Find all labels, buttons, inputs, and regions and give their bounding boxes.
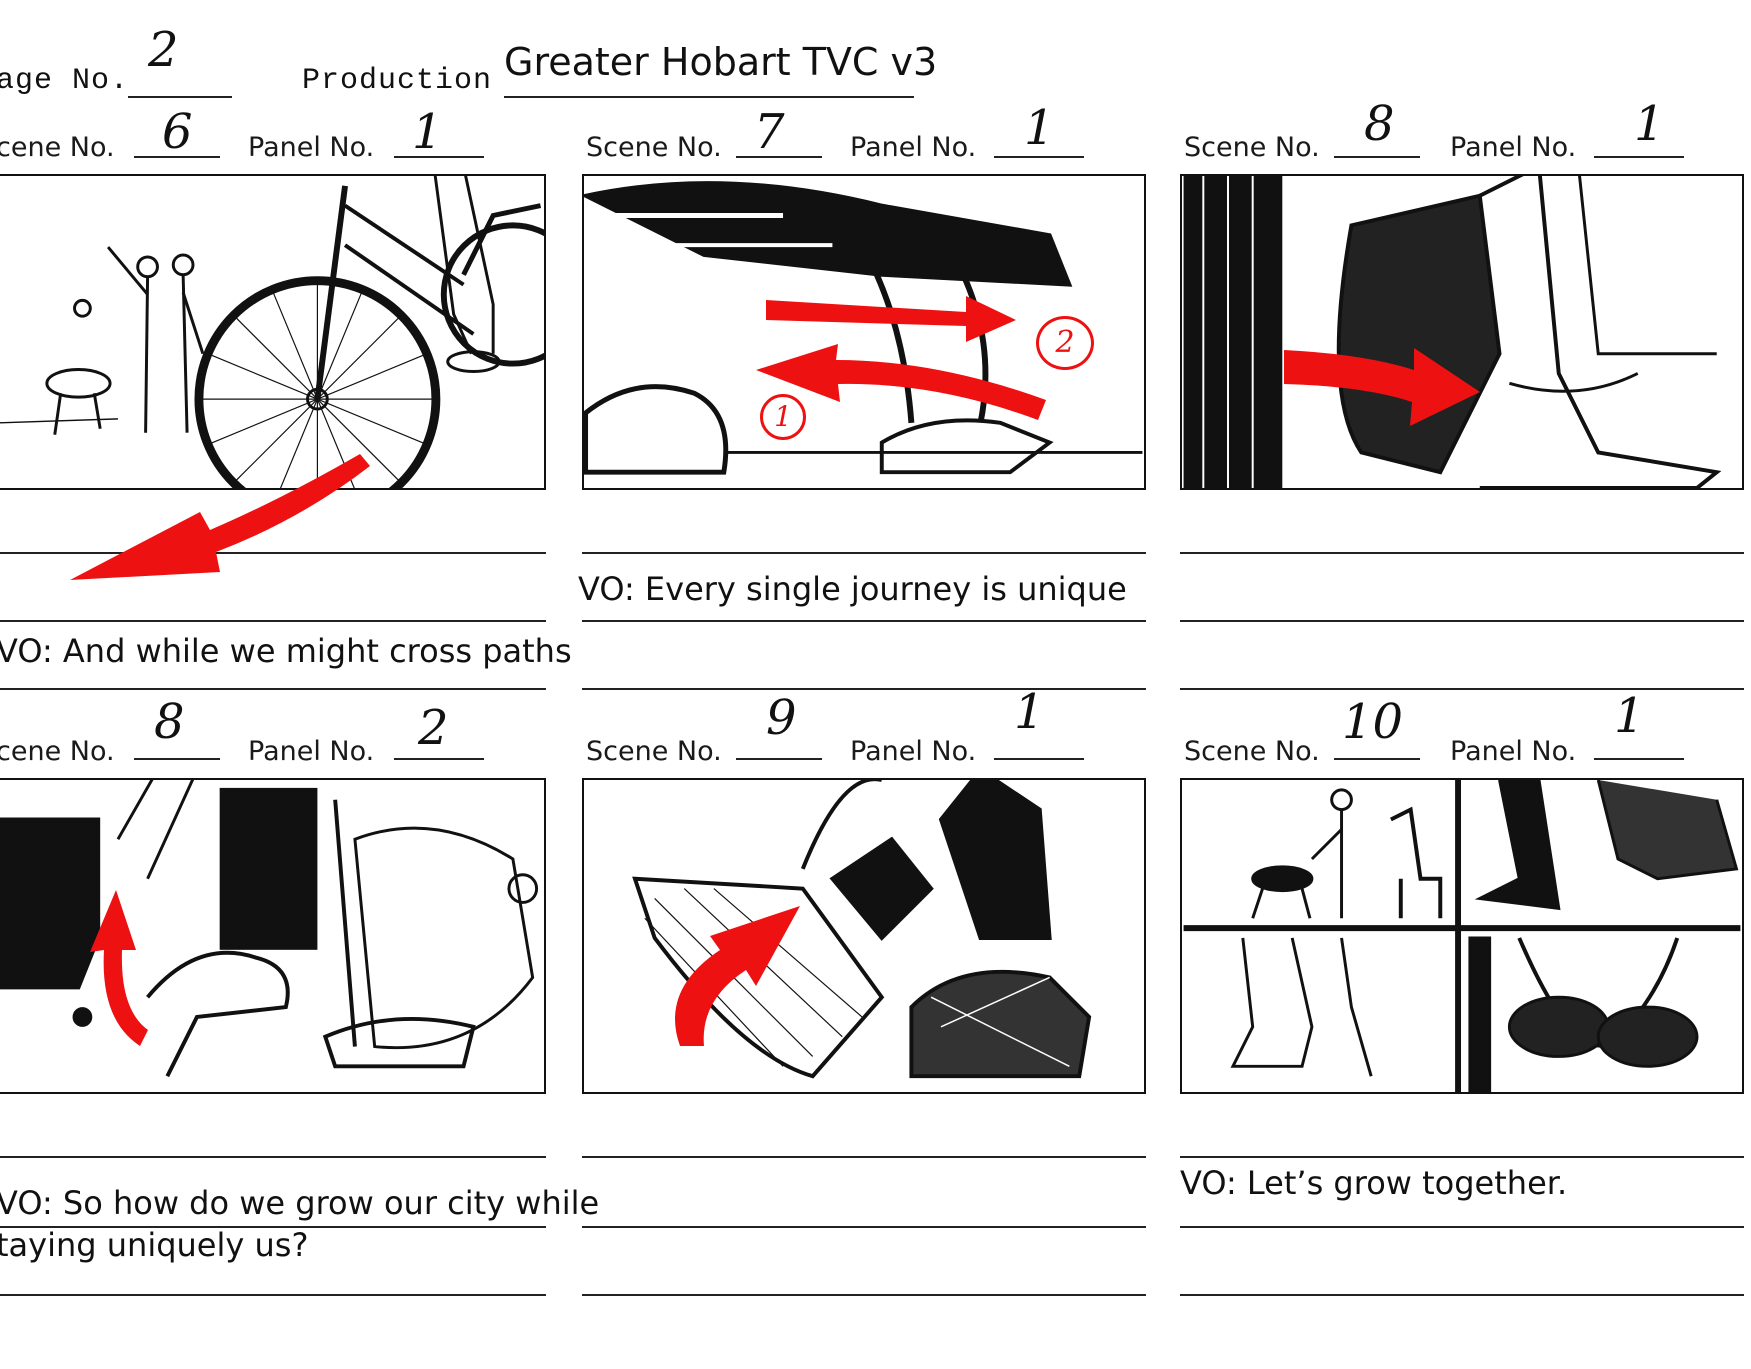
voiceover-text: VO: Every single journey is unique [578,570,1127,608]
scene-number: 10 [1342,694,1404,750]
vo-line [0,620,546,622]
voiceover-text: VO: And while we might cross paths [0,632,572,670]
scene-line [1334,156,1420,158]
panel-label: Panel No. [1450,736,1577,767]
panel-line [994,156,1084,158]
panel-number: 1 [1024,100,1055,156]
panel-number: 1 [1614,688,1645,744]
page-number-value: 2 [148,22,179,78]
panel-label: Panel No. [248,736,375,767]
scene-label: Scene No. [586,132,722,163]
panel-label: Panel No. [850,736,977,767]
storyboard-frame-bicycle [0,174,546,490]
panel-line [1594,156,1684,158]
panel-number: 1 [1634,96,1665,152]
vo-line [1180,688,1744,690]
vo-line [0,1226,546,1228]
storyboard-frame-shoe-change [0,778,546,1094]
voiceover-text: VO: So how do we grow our city while [0,1184,600,1222]
step-marker-2: 2 [1036,316,1094,370]
heel-step-sketch [1183,176,1722,488]
scene-number: 9 [766,690,797,746]
scene-line [134,758,220,760]
vo-line [0,1294,546,1296]
vo-line [582,620,1146,622]
vo-line [0,688,546,690]
voiceover-text: VO: Let’s grow together. [1180,1164,1568,1202]
motion-arrow-icon [756,296,1046,420]
vo-line [1180,552,1744,554]
panel-line [994,758,1084,760]
page-number-line [128,96,232,98]
scene-label: cene No. [0,736,115,767]
scene-line [1334,758,1420,760]
vo-line [582,1226,1146,1228]
scene-number: 8 [154,694,185,750]
scene-label: Scene No. [1184,736,1320,767]
vo-line [582,1156,1146,1158]
panel-label: Panel No. [1450,132,1577,163]
vo-line [1180,1156,1744,1158]
panel-label: Panel No. [248,132,375,163]
scene-label: Scene No. [1184,132,1320,163]
vo-line [1180,1294,1744,1296]
scene-line [736,156,822,158]
vo-line [1180,1226,1744,1228]
production-line [504,96,914,98]
panel-number: 2 [418,700,449,756]
vo-line [582,688,1146,690]
panel-line [394,758,484,760]
scene-line [736,758,822,760]
motion-arrow-icon [90,890,148,1046]
motion-arrow-icon [1284,348,1480,426]
scene-label: cene No. [0,132,115,163]
scene-label: Scene No. [586,736,722,767]
page-number-label: age No. [0,64,130,98]
storyboard-frame-bag-drop [582,778,1146,1094]
step-marker-1: 1 [760,394,806,440]
scene-number: 7 [754,104,785,160]
split-scenes-sketch [1183,780,1741,1092]
scene-number: 6 [162,104,193,160]
storyboard-frame-split-scenes [1180,778,1744,1094]
storyboard-frame-legs-crossing [582,174,1146,490]
bicycle-sketch [0,176,544,488]
production-title: Greater Hobart TVC v3 [504,40,938,84]
panel-number: 1 [412,104,443,160]
panel-line [394,156,484,158]
panel-label: Panel No. [850,132,977,163]
motion-arrow-icon [675,906,800,1046]
vo-line [1180,620,1744,622]
scene-number: 8 [1364,96,1395,152]
vo-line [0,552,546,554]
panel-line [1594,758,1684,760]
storyboard-frame-heel-step [1180,174,1744,490]
panel-number: 1 [1014,684,1045,740]
bag-drop-sketch [632,780,1092,1079]
motion-arrow-icon [70,454,370,580]
scene-line [134,156,220,158]
vo-line [582,552,1146,554]
shoe-change-sketch [0,780,539,1078]
vo-line [0,1156,546,1158]
voiceover-text: taying uniquely us? [0,1226,309,1264]
production-label: Production [302,64,493,98]
vo-line [582,1294,1146,1296]
